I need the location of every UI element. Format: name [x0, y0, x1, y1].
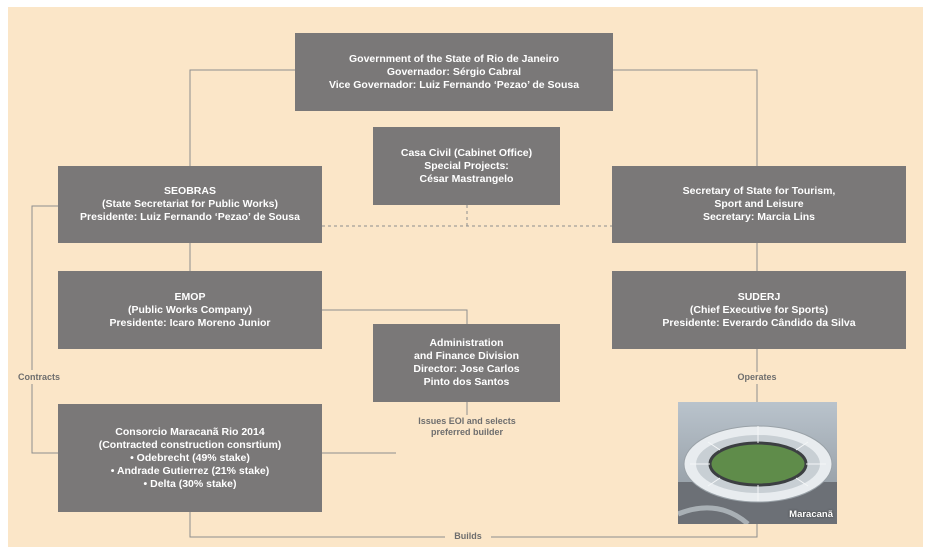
emop-box: EMOP (Public Works Company) Presidente: … — [58, 271, 322, 349]
admin-title-2: and Finance Division — [413, 350, 520, 362]
suderj-subtitle: (Chief Executive for Sports) — [689, 303, 829, 316]
label-issues-line1: Issues EOI and selects — [418, 416, 516, 426]
suderj-title: SUDERJ — [737, 290, 781, 303]
consorcio-box: Consorcio Maracanã Rio 2014 (Contracted … — [58, 404, 322, 512]
consorcio-title: Consorcio Maracanã Rio 2014 — [115, 425, 265, 438]
admin-director: Director: Jose Carlos — [413, 363, 520, 375]
admin-title-1: Administration — [429, 337, 504, 349]
government-title: Government of the State of Rio de Janeir… — [348, 52, 560, 65]
casa-civil-box: Casa Civil (Cabinet Office) Special Proj… — [373, 127, 560, 205]
consorcio-member-andrade: • Andrade Gutierrez (21% stake) — [110, 464, 270, 477]
connector-gov-tourism — [613, 69, 758, 166]
seobras-box: SEOBRAS (State Secretariat for Public Wo… — [58, 166, 322, 243]
suderj-president: Presidente: Everardo Cândido da Silva — [662, 316, 856, 329]
consorcio-subtitle: (Contracted construction consrtium) — [98, 438, 282, 451]
maracana-stadium-image: Maracanã — [678, 402, 837, 524]
casa-civil-person: César Mastrangelo — [419, 172, 514, 185]
emop-president: Presidente: Icaro Moreno Junior — [109, 316, 271, 329]
seobras-title: SEOBRAS — [164, 185, 216, 197]
consorcio-member-delta: • Delta (30% stake) — [143, 477, 237, 490]
tourism-title: Secretary of State for Tourism, — [682, 185, 836, 197]
admin-finance-box: Administration and Finance Division Dire… — [373, 324, 560, 402]
label-operates: Operates — [730, 372, 784, 383]
connector-emop-admin — [322, 309, 468, 324]
casa-civil-title: Casa Civil (Cabinet Office) — [400, 146, 533, 159]
connector-contracts — [31, 205, 58, 370]
stadium-caption: Maracanã — [789, 509, 833, 520]
seobras-president: Presidente: Luiz Fernando ‘Pezao’ de Sou… — [80, 211, 300, 223]
tourism-subtitle: Sport and Leisure — [714, 198, 804, 210]
stadium-illustration — [678, 402, 837, 524]
government-vice-governor: Vice Governador: Luiz Fernando ‘Pezao’ d… — [328, 78, 580, 91]
emop-title: EMOP — [174, 290, 206, 303]
connector-contracts-lower — [31, 384, 58, 454]
tourism-box: Secretary of State for Tourism, Sport an… — [612, 166, 906, 243]
tourism-secretary: Secretary: Marcia Lins — [702, 211, 816, 223]
suderj-box: SUDERJ (Chief Executive for Sports) Pres… — [612, 271, 906, 349]
connector-builds-left — [189, 512, 445, 538]
emop-subtitle: (Public Works Company) — [127, 303, 253, 316]
consorcio-member-odebrecht: • Odebrecht (49% stake) — [130, 451, 250, 464]
label-issues-line2: preferred builder — [430, 427, 504, 437]
label-contracts: Contracts — [18, 372, 61, 383]
government-box: Government of the State of Rio de Janeir… — [295, 33, 613, 111]
seobras-subtitle: (State Secretariat for Public Works) — [101, 198, 279, 210]
connector-gov-seobras — [189, 69, 295, 166]
label-builds: Builds — [454, 531, 482, 541]
connector-builds-right — [491, 524, 758, 538]
government-governor: Governador: Sérgio Cabral — [386, 65, 522, 78]
casa-civil-projects: Special Projects: — [424, 159, 509, 172]
admin-director-name: Pinto dos Santos — [423, 376, 510, 388]
